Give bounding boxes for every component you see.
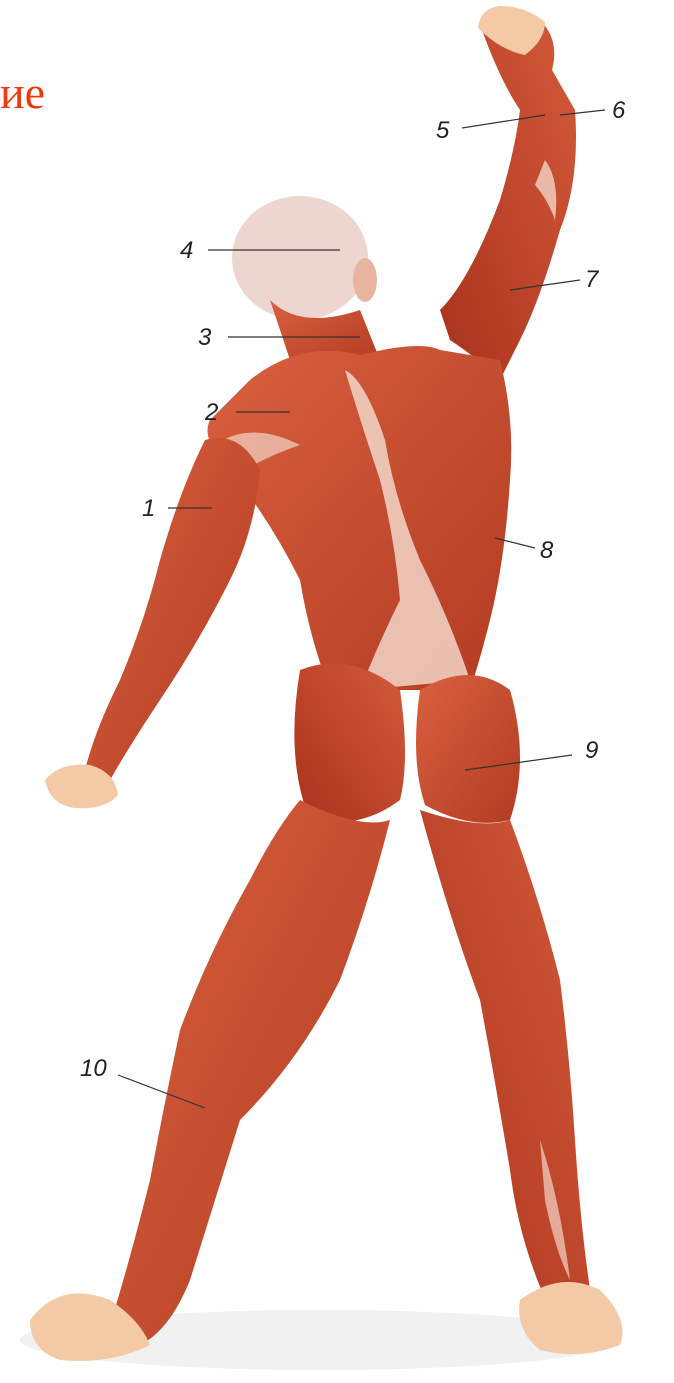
gluteus xyxy=(294,663,405,822)
left-leg xyxy=(110,800,390,1345)
ear xyxy=(353,258,377,302)
head xyxy=(232,196,368,320)
callout-number-9: 9 xyxy=(585,739,598,763)
lowered-arm xyxy=(85,438,260,780)
gluteus-right xyxy=(416,675,520,823)
right-foot xyxy=(519,1282,622,1354)
callout-number-10: 10 xyxy=(80,1057,107,1081)
callout-number-3: 3 xyxy=(198,326,211,350)
callout-number-6: 6 xyxy=(612,99,625,123)
callout-number-4: 4 xyxy=(180,239,193,263)
callout-number-7: 7 xyxy=(585,268,598,292)
callout-number-1: 1 xyxy=(142,497,155,521)
callout-number-2: 2 xyxy=(205,401,218,425)
callout-number-8: 8 xyxy=(540,539,553,563)
callout-number-5: 5 xyxy=(436,119,449,143)
